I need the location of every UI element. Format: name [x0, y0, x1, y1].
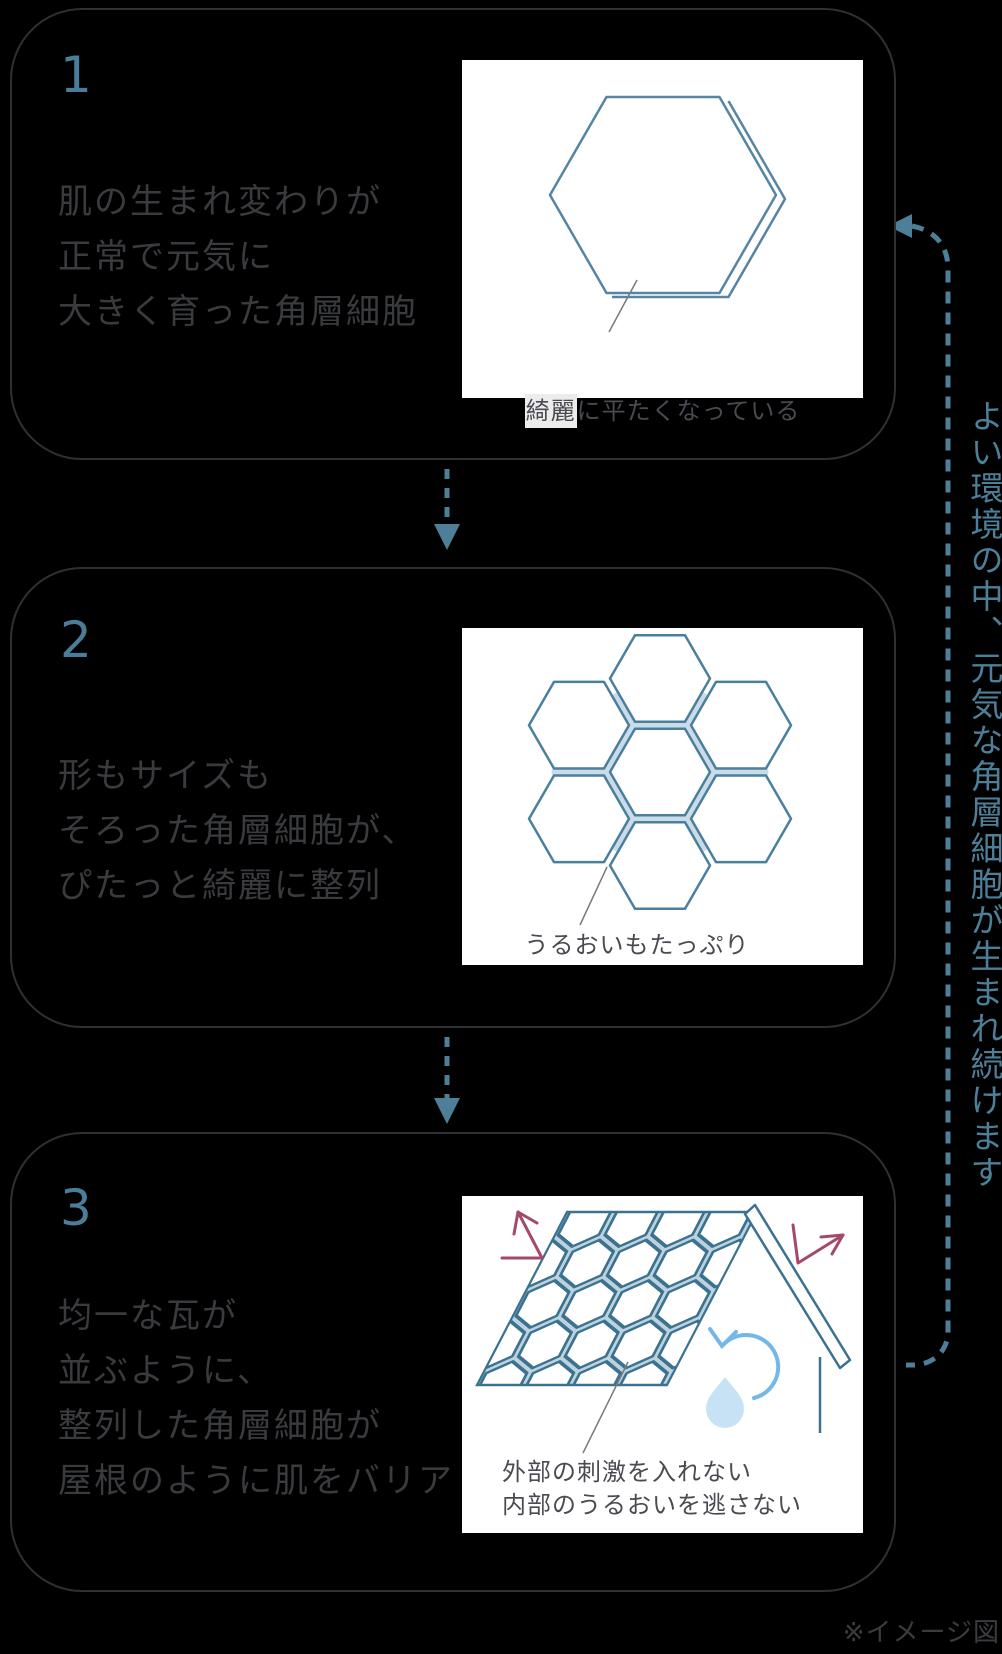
- down-arrow-icon-2: [434, 1037, 460, 1124]
- step-3-line-2: 並ぶように、: [58, 1351, 273, 1391]
- step-1-line-2: 正常で元気に: [58, 237, 274, 277]
- step-3-number: 3: [60, 1179, 93, 1237]
- step-2-caption: うるおいもたっぷり: [524, 931, 750, 959]
- leader-line: [582, 1361, 629, 1454]
- step-3-description: 均一な瓦が 並ぶように、 整列した角層細胞が 屋根のように肌をバリア: [58, 1289, 454, 1509]
- loop-label: よい環境の中、元気な角層細胞が生まれ続けます: [965, 399, 1002, 1191]
- step-2-illustration: うるおいもたっぷり: [462, 628, 863, 965]
- honeycomb-cells-icon: [527, 633, 793, 926]
- moisture-glow: [551, 692, 769, 852]
- external-stimuli-arrow-icon-left: [500, 1210, 544, 1260]
- moisture-drop-icon: [706, 1377, 744, 1428]
- single-cell-hexagon-icon: [548, 95, 787, 333]
- step-3-caption: 外部の刺激を入れない 内部のうるおいを逃さない: [502, 1456, 802, 1522]
- down-arrow-icon-1: [434, 469, 460, 550]
- step-1-number: 1: [60, 46, 93, 104]
- step-2-number: 2: [60, 611, 93, 669]
- roof-barrier-icon: [475, 1203, 852, 1454]
- step-1-description: 肌の生まれ変わりが 正常で元気に 大きく育った角層細胞: [58, 175, 418, 340]
- step-3-illustration: 外部の刺激を入れない 内部のうるおいを逃さない: [462, 1196, 863, 1533]
- step-2-line-2: そろった角層細胞が、: [58, 811, 418, 851]
- step-2-line-1: 形もサイズも: [58, 756, 273, 796]
- circulation-arrow-icon: [708, 1327, 781, 1400]
- step-panel-1: 1 肌の生まれ変わりが 正常で元気に 大きく育った角層細胞 綺麗に平たくなってい…: [10, 8, 896, 460]
- step-1-line-3: 大きく育った角層細胞: [58, 292, 418, 332]
- roof-ridge-edge: [743, 1203, 852, 1370]
- step-3-line-3: 整列した角層細胞が: [58, 1406, 382, 1446]
- step-2-description: 形もサイズも そろった角層細胞が、 ぴたっと綺麗に整列: [58, 749, 417, 914]
- loop-dashed-line: [888, 214, 951, 1368]
- leader-line: [608, 279, 638, 333]
- step-1-line-1: 肌の生まれ変わりが: [58, 182, 382, 222]
- external-stimuli-arrow-icon-right: [791, 1223, 845, 1265]
- step-3-caption-line-2: 内部のうるおいを逃さない: [502, 1491, 802, 1519]
- step-3-caption-line-1: 外部の刺激を入れない: [502, 1458, 752, 1486]
- step-1-illustration: 綺麗に平たくなっている: [462, 60, 863, 428]
- image-disclaimer: ※イメージ図: [842, 1618, 1000, 1648]
- hexagon-cells: [527, 633, 793, 911]
- step-1-caption: 綺麗に平たくなっている: [462, 391, 863, 428]
- step-3-line-4: 屋根のように肌をバリア: [58, 1461, 454, 1501]
- step-3-line-1: 均一な瓦が: [58, 1296, 238, 1336]
- step-2-line-3: ぴたっと綺麗に整列: [58, 866, 382, 906]
- step-panel-3: 3 均一な瓦が 並ぶように、 整列した角層細胞が 屋根のように肌をバリア: [10, 1132, 896, 1592]
- leader-line: [579, 866, 608, 926]
- step-panel-2: 2 形もサイズも そろった角層細胞が、 ぴたっと綺麗に整列: [10, 567, 896, 1028]
